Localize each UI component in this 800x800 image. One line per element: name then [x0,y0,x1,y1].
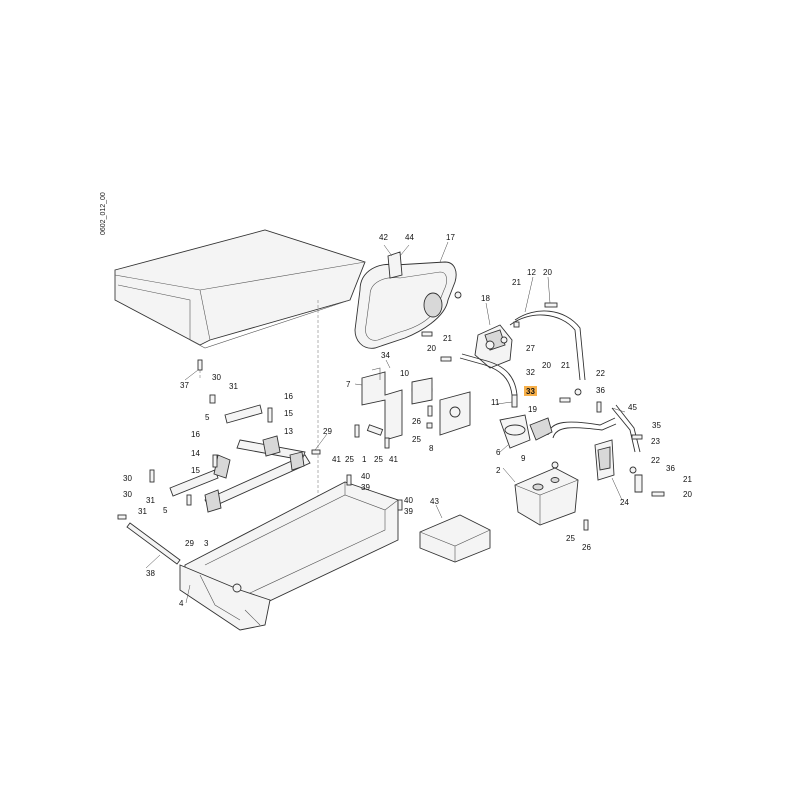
callout-5: 5 [205,413,210,422]
callout-41b: 41 [389,455,398,464]
callout-22: 22 [596,369,605,378]
callout-4: 4 [179,599,184,608]
callout-40b: 40 [404,496,413,505]
callout-1: 1 [362,455,367,464]
callout-18: 18 [481,294,490,303]
callout-21d: 21 [683,475,692,484]
frame [179,481,399,631]
pump-18 [474,324,513,369]
highlight-box [524,386,537,396]
callout-3: 3 [204,539,209,548]
callout-38: 38 [146,569,155,578]
callout-32: 32 [526,368,535,377]
callout-27: 27 [526,344,535,353]
callout-25d: 25 [566,534,575,543]
bracket-7 [361,367,403,441]
callout-26: 26 [412,417,421,426]
callout-2: 2 [496,466,501,475]
callout-36b: 36 [666,464,675,473]
callout-17: 17 [446,233,455,242]
callout-36: 36 [596,386,605,395]
callout-33: 33 [526,387,535,396]
callout-26b: 26 [582,543,591,552]
callout-40: 40 [361,472,370,481]
callout-25c: 25 [374,455,383,464]
drawing-code: 0602_012_00 [100,192,107,235]
callout-31c: 31 [138,507,147,516]
fasteners [117,302,665,531]
callout-23: 23 [651,437,660,446]
callout-5b: 5 [163,506,168,515]
callout-41: 41 [332,455,341,464]
callout-labels: 42 44 17 18 12 20 21 27 21 20 34 7 10 32… [123,233,692,608]
callout-11: 11 [491,398,500,407]
cover-43 [419,514,491,563]
callout-19: 19 [528,405,537,414]
callout-25: 25 [412,435,421,444]
callout-25b: 25 [345,455,354,464]
callout-20c: 20 [542,361,551,370]
callout-7: 7 [346,380,351,389]
callout-45: 45 [628,403,637,412]
callout-8: 8 [429,444,434,453]
callout-31: 31 [229,382,238,391]
callout-22b: 22 [651,456,660,465]
callout-14: 14 [191,449,200,458]
axle-assembly [126,404,311,565]
callout-15b: 15 [191,466,200,475]
callout-6: 6 [496,448,501,457]
motor-10 [411,377,433,405]
callout-42: 42 [379,233,388,242]
callout-30c: 30 [123,490,132,499]
callout-34: 34 [381,351,390,360]
callout-43: 43 [430,497,439,506]
leader-lines [145,241,626,604]
bracket-8 [439,391,471,436]
callout-35: 35 [652,421,661,430]
hopper-canopy [114,229,366,349]
callout-29b: 29 [185,539,194,548]
callout-21: 21 [512,278,521,287]
callout-12: 12 [527,268,536,277]
callout-16: 16 [284,392,293,401]
callout-30b: 30 [123,474,132,483]
callout-16b: 16 [191,430,200,439]
callout-29: 29 [323,427,332,436]
tank [514,467,579,526]
callout-31b: 31 [146,496,155,505]
callout-21b: 21 [443,334,452,343]
callout-9: 9 [521,454,526,463]
valve-assembly [499,388,643,493]
callout-24: 24 [620,498,629,507]
callout-15: 15 [284,409,293,418]
callout-37: 37 [180,381,189,390]
callout-39: 39 [361,483,370,492]
callout-30: 30 [212,373,221,382]
callout-21c: 21 [561,361,570,370]
belt-guard [354,251,462,349]
callout-20: 20 [543,268,552,277]
callout-39b: 39 [404,507,413,516]
callout-20d: 20 [683,490,692,499]
callout-20b: 20 [427,344,436,353]
callout-44: 44 [405,233,414,242]
callout-13: 13 [284,427,293,436]
callout-10: 10 [400,369,409,378]
